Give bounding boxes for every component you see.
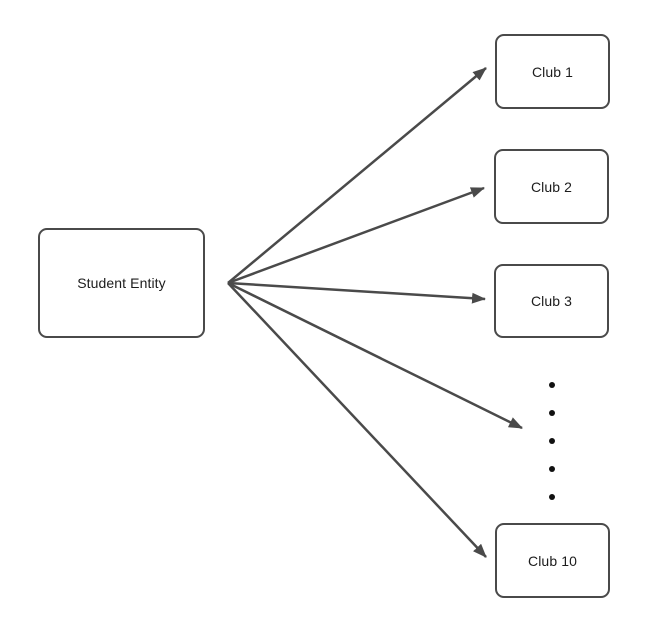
node-club-10: Club 10 <box>495 523 610 598</box>
node-student-entity-label: Student Entity <box>77 275 166 291</box>
arrow-to-club-2 <box>227 186 485 285</box>
node-club-3-label: Club 3 <box>530 293 573 309</box>
node-club-10-label: Club 10 <box>528 552 577 569</box>
node-club-1-label: Club 1 <box>531 63 574 80</box>
arrow-to-club-10 <box>227 282 487 558</box>
ellipsis-dot <box>549 466 555 472</box>
arrow-to-ellipsis <box>227 281 523 430</box>
ellipsis-dot <box>549 382 555 388</box>
ellipsis-dots <box>549 382 555 500</box>
arrow-to-club-3 <box>227 281 486 304</box>
ellipsis-dot <box>549 494 555 500</box>
arrow-to-club-1 <box>227 67 487 284</box>
node-student-entity: Student Entity <box>38 228 205 338</box>
node-club-2-label: Club 2 <box>530 178 573 195</box>
node-club-1: Club 1 <box>495 34 610 109</box>
ellipsis-dot <box>549 410 555 416</box>
node-club-2: Club 2 <box>494 149 609 224</box>
node-club-3: Club 3 <box>494 264 609 338</box>
ellipsis-dot <box>549 438 555 444</box>
